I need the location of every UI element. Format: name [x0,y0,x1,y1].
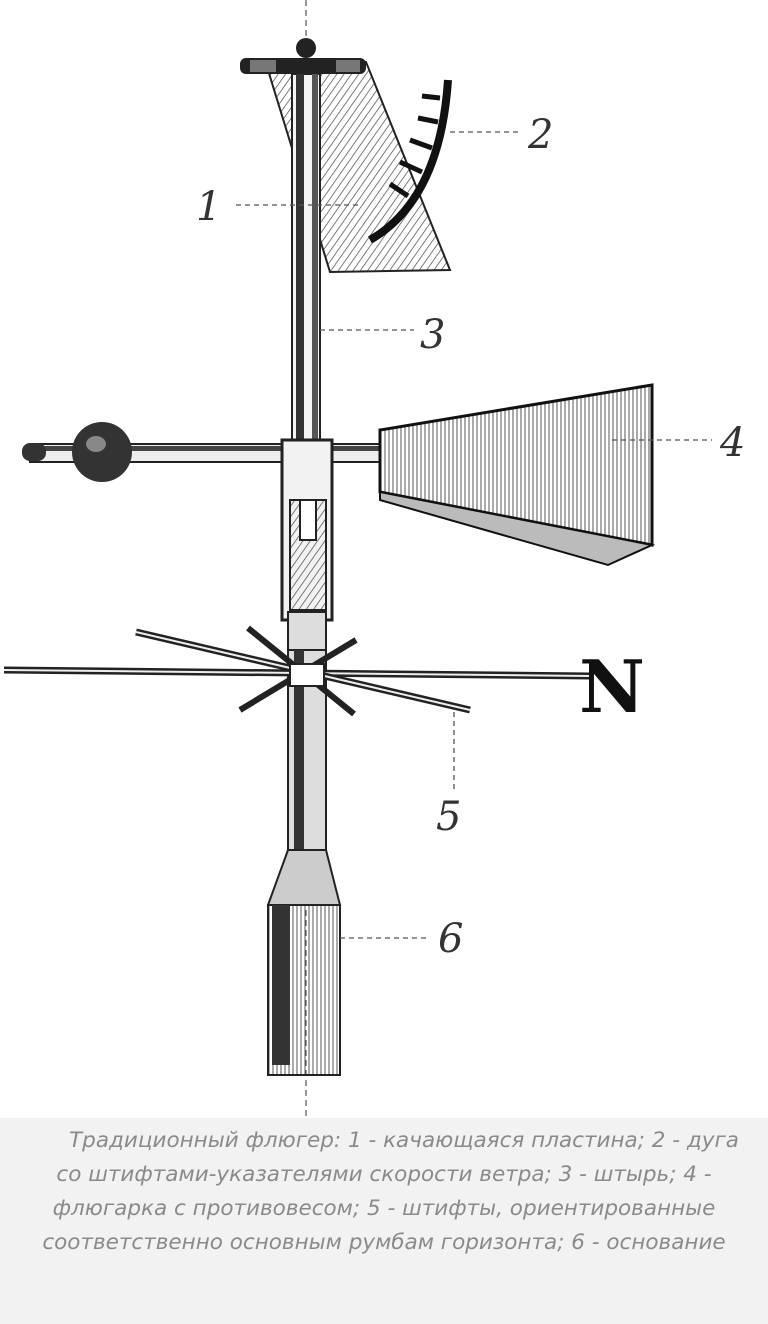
figure-caption: Традиционный флюгер: 1 - качающаяся плас… [0,1118,768,1324]
callout-2: 2 [527,112,553,158]
callout-1: 1 [196,184,221,230]
top-hinge [240,38,366,74]
rod [291,73,321,445]
vane [378,383,656,567]
callout-leaders [236,131,712,939]
speed-arc [368,79,452,244]
weather-vane-diagram: N 1 2 3 4 5 6 [3,0,745,1118]
direction-pins [3,625,591,717]
callout-6: 6 [438,916,463,962]
callout-5: 5 [436,794,461,840]
caption-text: Традиционный флюгер: 1 - качающаяся плас… [42,1128,739,1255]
north-letter: N [579,644,645,729]
sleeve [280,438,334,653]
callout-3: 3 [420,312,445,358]
base [266,649,342,1076]
callout-4: 4 [719,420,745,466]
